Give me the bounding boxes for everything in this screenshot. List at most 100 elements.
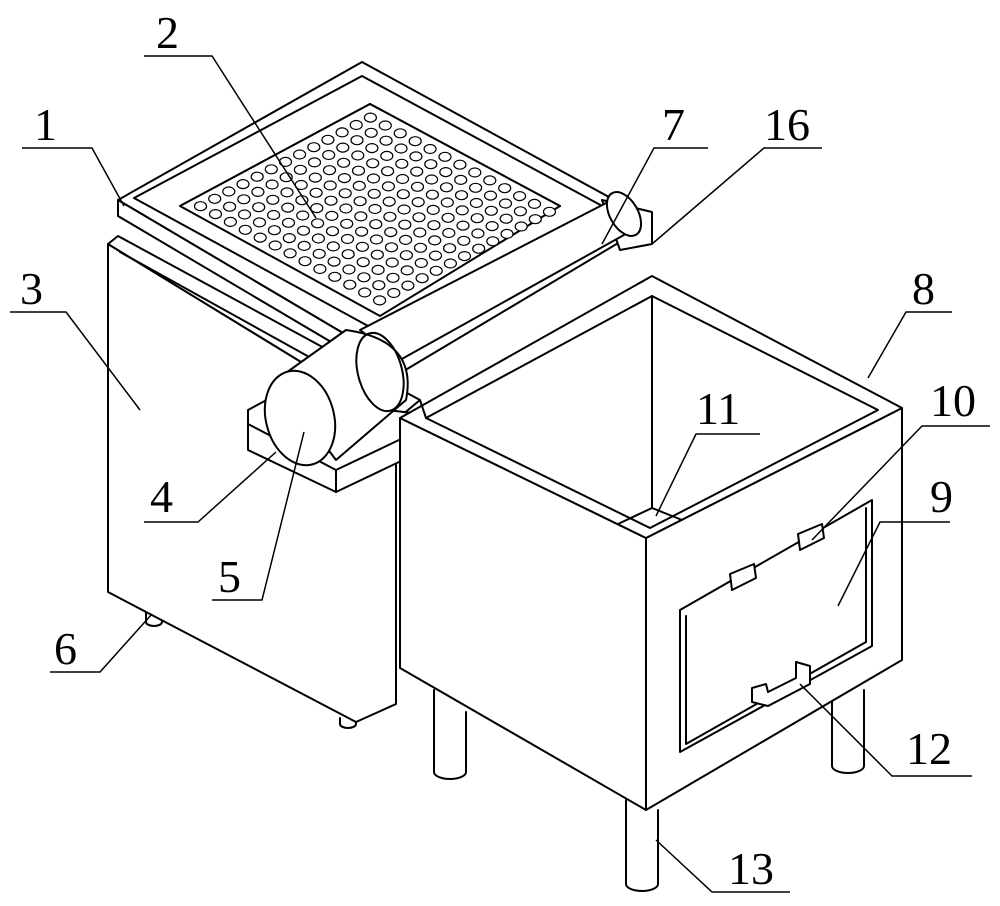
- screen-hole: [443, 258, 457, 269]
- screen-hole: [311, 233, 325, 244]
- screen-hole: [351, 150, 365, 161]
- screen-hole: [354, 211, 368, 222]
- screen-hole: [341, 249, 355, 260]
- screen-hole: [424, 159, 438, 170]
- screen-hole: [283, 248, 297, 259]
- screen-hole: [368, 203, 382, 215]
- screen-hole: [237, 209, 252, 220]
- screen-hole: [367, 188, 381, 199]
- screen-hole: [498, 198, 513, 209]
- drawer-handle: [751, 661, 811, 707]
- label-1: 1: [34, 99, 57, 150]
- label-13: 13: [728, 843, 774, 894]
- label-5: 5: [218, 551, 241, 602]
- screen-hole: [386, 272, 400, 283]
- screen-hole: [409, 151, 423, 162]
- screen-hole: [379, 135, 393, 146]
- screen-hole: [358, 287, 372, 298]
- screen-hole: [322, 149, 336, 161]
- reference-numerals: 1 2 3 4 5 6 7 8 9 10 11 12 13 16: [20, 7, 976, 894]
- screen-hole: [281, 217, 296, 228]
- screen-hole: [380, 150, 394, 161]
- screen-hole: [398, 219, 412, 230]
- screen-hole: [337, 173, 351, 184]
- screen-hole: [441, 212, 455, 223]
- screen-hole: [343, 279, 357, 290]
- screen-hole: [208, 209, 223, 220]
- screen-hole: [223, 201, 237, 212]
- screen-hole: [366, 158, 380, 169]
- screen-hole: [321, 134, 335, 145]
- screen-hole: [373, 295, 387, 306]
- screen-hole: [413, 242, 428, 253]
- screen-hole: [425, 174, 439, 185]
- screen-hole: [426, 204, 440, 215]
- screen-hole: [238, 224, 252, 235]
- screen-hole: [293, 149, 307, 160]
- screen-hole: [307, 157, 322, 168]
- drawer: [679, 499, 873, 753]
- screen-hole: [455, 205, 469, 216]
- screen-hole: [369, 219, 383, 230]
- screen-hole: [484, 205, 498, 216]
- drawer-slide: [797, 523, 825, 551]
- screen-hole: [342, 264, 356, 275]
- screen-hole: [366, 173, 381, 184]
- screen-hole: [513, 206, 528, 217]
- screen-hole: [250, 171, 264, 182]
- screen-hole: [297, 240, 311, 251]
- screen-hole: [454, 190, 469, 201]
- screen-hole: [486, 236, 500, 247]
- screen-hole: [307, 142, 321, 153]
- screen-hole: [385, 257, 399, 268]
- label-7: 7: [662, 99, 685, 150]
- screen-hole: [453, 159, 467, 170]
- leader-lines: [10, 55, 990, 893]
- screen-hole: [454, 174, 468, 185]
- screen-hole: [222, 186, 236, 197]
- screen-hole: [429, 265, 443, 276]
- screen-hole: [456, 220, 470, 231]
- screen-hole: [237, 194, 251, 205]
- screen-hole: [349, 119, 363, 131]
- screen-hole: [498, 183, 512, 194]
- screen-hole: [457, 251, 472, 262]
- screen-hole: [327, 256, 341, 267]
- screen-hole: [236, 179, 250, 190]
- screen-hole: [469, 197, 483, 209]
- screen-hole: [457, 235, 471, 246]
- screen-hole: [337, 157, 351, 168]
- label-3: 3: [20, 263, 43, 314]
- screen-hole: [363, 112, 377, 123]
- screen-hole: [382, 196, 396, 207]
- screen-hole: [470, 213, 484, 224]
- screen-hole: [355, 241, 369, 252]
- screen-hole: [312, 248, 326, 259]
- screen-hole: [400, 265, 414, 276]
- screen-hole: [372, 280, 386, 291]
- screen-hole: [265, 179, 279, 190]
- screen-hole: [311, 218, 325, 229]
- screen-hole: [483, 190, 498, 201]
- label-8: 8: [912, 263, 935, 314]
- screen-hole: [472, 243, 486, 254]
- screen-hole: [351, 165, 366, 176]
- screen-hole: [395, 158, 409, 169]
- screen-hole: [310, 203, 324, 214]
- label-11: 11: [696, 383, 740, 434]
- screen-hole: [355, 226, 369, 237]
- screen-hole: [384, 242, 399, 253]
- screen-hole: [208, 193, 222, 204]
- drive-motor: [263, 329, 409, 467]
- screen-hole: [414, 257, 428, 269]
- screen-hole: [439, 182, 454, 193]
- screen-hole: [397, 204, 411, 215]
- screen-hole: [527, 198, 542, 209]
- label-10: 10: [930, 375, 976, 426]
- screen-hole: [410, 181, 425, 192]
- screen-hole: [252, 217, 267, 228]
- screen-hole: [428, 235, 442, 246]
- screen-hole: [408, 136, 422, 147]
- screen-hole: [471, 228, 485, 239]
